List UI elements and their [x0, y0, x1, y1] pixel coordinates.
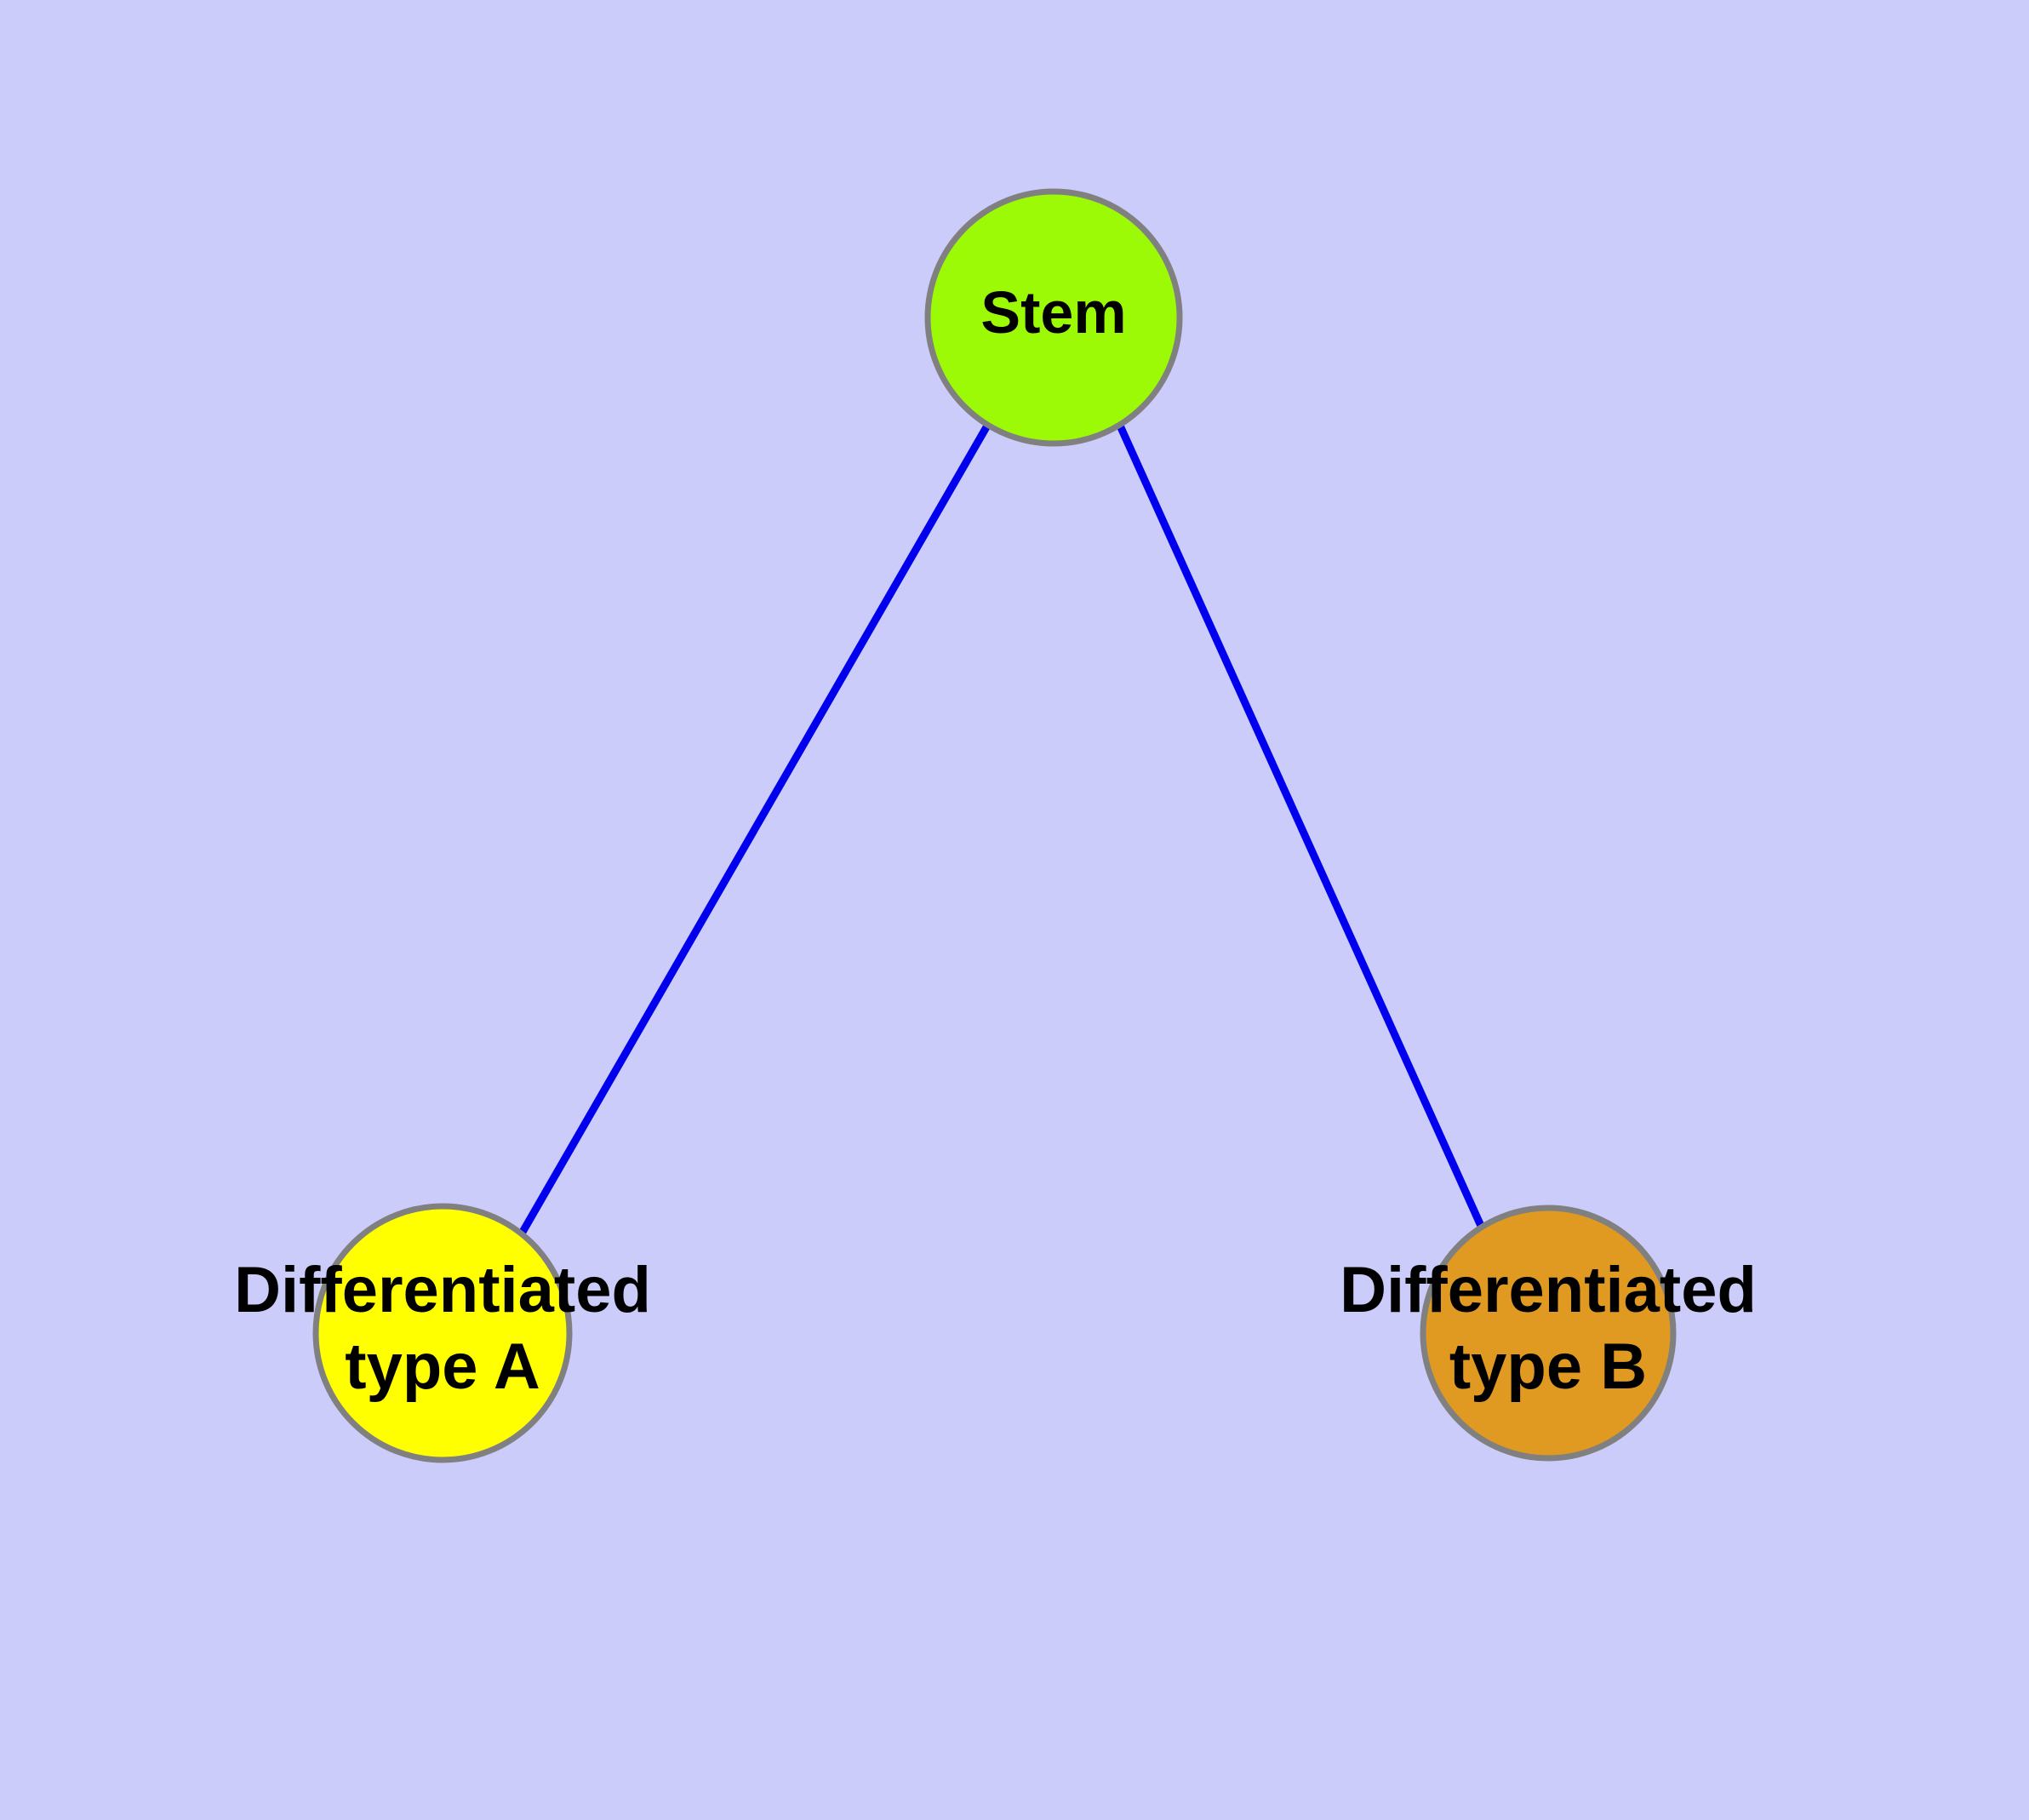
node-label-line: type A	[345, 1331, 540, 1403]
node-label-line: type B	[1449, 1331, 1647, 1403]
node-label-line: Differentiated	[1340, 1254, 1757, 1326]
node-circle-diff_b[interactable]	[1420, 1205, 1677, 1462]
node-label-line: Stem	[980, 279, 1126, 346]
graph-edge[interactable]	[518, 423, 991, 1236]
graph-edge[interactable]	[1116, 424, 1485, 1228]
node-circle-stem[interactable]	[924, 188, 1183, 447]
node-label-stem: Stem	[980, 279, 1126, 346]
node-circle-diff_a[interactable]	[312, 1203, 573, 1463]
edges-layer	[518, 423, 1485, 1236]
node-label-line: Differentiated	[234, 1254, 651, 1326]
graph-node-stem[interactable]: Stem	[924, 188, 1183, 447]
